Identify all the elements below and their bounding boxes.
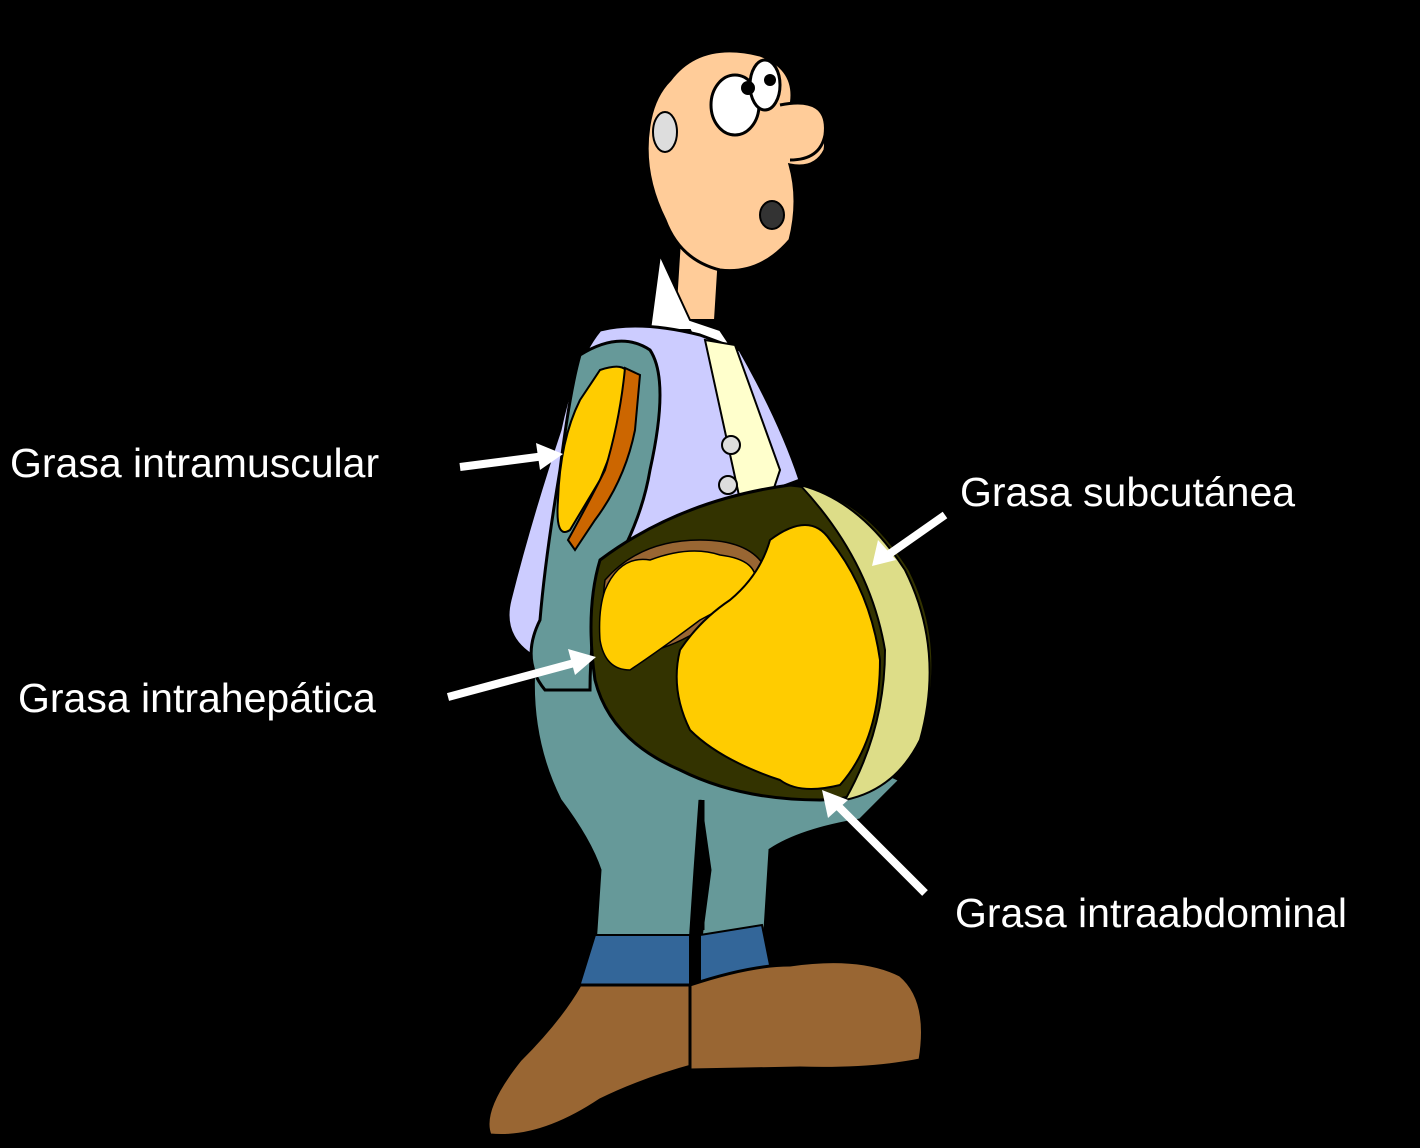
arrow-intramuscular — [460, 456, 545, 467]
right-shoe — [690, 962, 923, 1070]
label-subcutaneous-fat: Grasa subcutánea — [960, 472, 1295, 513]
arrow-intraabdominal — [835, 803, 925, 893]
ear — [653, 112, 677, 152]
left-shoe — [488, 985, 695, 1136]
pupil — [741, 81, 755, 95]
pupil — [764, 74, 776, 86]
arrow-subcutanea — [885, 515, 945, 557]
right-eye — [750, 60, 780, 110]
shirt-button — [722, 436, 740, 454]
label-intraabdominal-fat: Grasa intraabdominal — [955, 893, 1347, 934]
mouth — [760, 201, 784, 229]
label-intramuscular-fat: Grasa intramuscular — [10, 443, 379, 484]
shirt-button — [719, 476, 737, 494]
label-intrahepatic-fat: Grasa intrahepática — [18, 678, 376, 719]
left-sock — [578, 935, 690, 990]
